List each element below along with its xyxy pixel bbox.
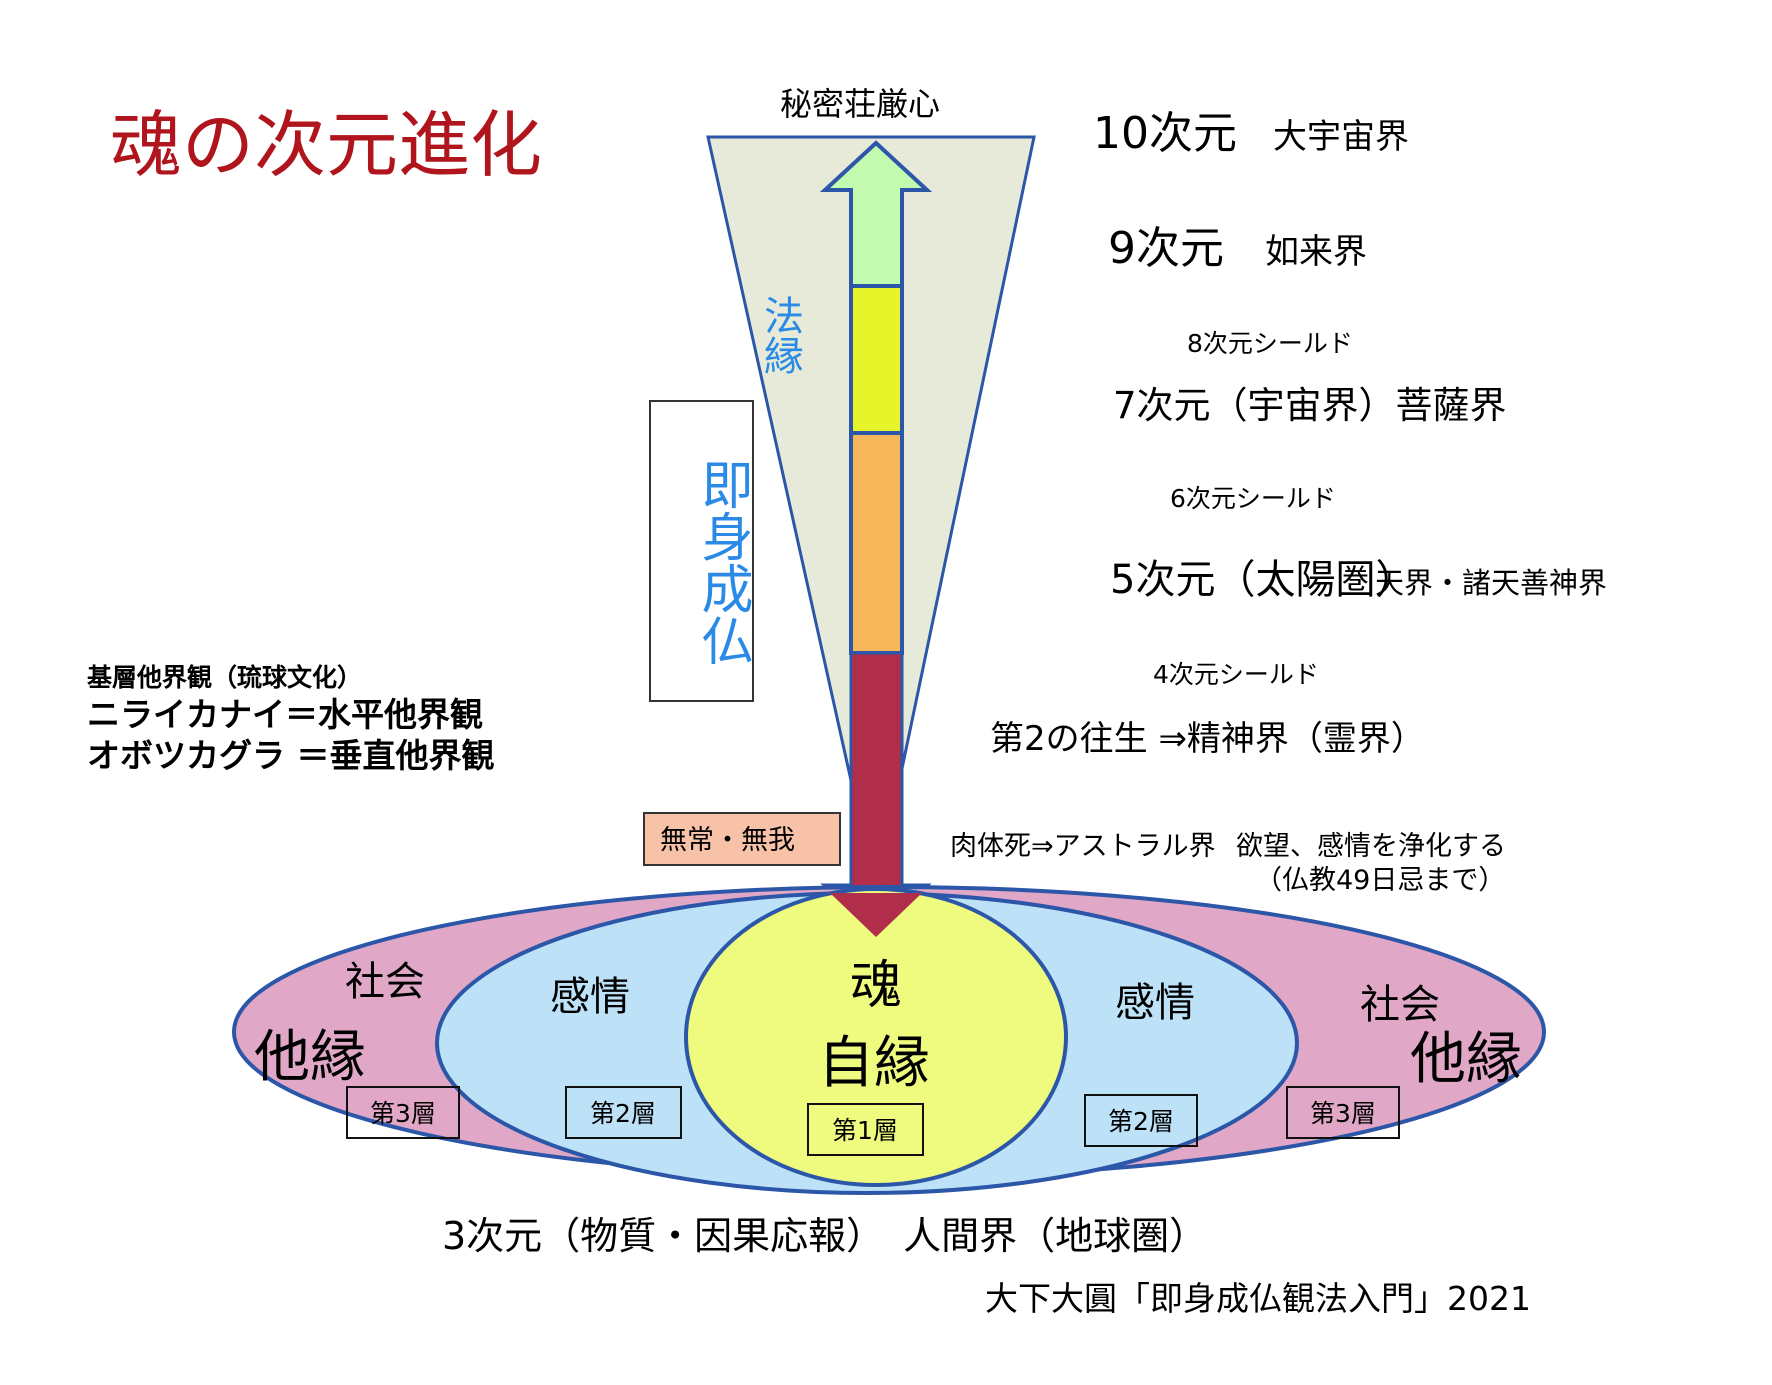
vertical-label: 即身成仏: [692, 458, 752, 666]
impermanence-label: 無常・無我: [660, 825, 795, 856]
emotion-right: 感情: [1115, 980, 1195, 1026]
layer1-label: 第1層: [832, 1116, 898, 1145]
soul-label: 魂: [850, 956, 902, 1016]
dim10-name: 大宇宙界: [1273, 117, 1409, 157]
self-label: 自縁: [818, 1031, 930, 1096]
top-label: 秘密荘厳心: [780, 85, 940, 123]
layer2-left-label: 第2層: [590, 1099, 656, 1128]
citation: 大下大圓「即身成仏観法入門」2021: [985, 1279, 1531, 1318]
arrow-segment-yellow: [849, 284, 904, 435]
cone-label-text: 法縁: [757, 295, 803, 375]
layer3-left-label: 第3層: [370, 1099, 436, 1128]
ryukyu-line1: ニライカナイ＝水平他界観: [87, 695, 483, 734]
layer1-box: [807, 1103, 924, 1156]
layer2-right-box: [1084, 1094, 1198, 1147]
layer3-left-box: [346, 1086, 460, 1139]
sokushin-box: [649, 400, 754, 702]
rebirth-label: 第2の往生 ⇒精神界（霊界）: [990, 719, 1425, 759]
dim10-number: 10次元: [1093, 108, 1237, 159]
dim9-name: 如来界: [1265, 232, 1367, 272]
layer3-right-label: 第3層: [1310, 1099, 1376, 1128]
soul-layer: [684, 887, 1068, 1187]
dim5-sub: 天界・諸天善神界: [1375, 566, 1607, 600]
other-right: 他縁: [1410, 1027, 1522, 1092]
layer2-right-label: 第2層: [1108, 1107, 1174, 1136]
dim5-main: 5次元（太陽圏）: [1110, 557, 1415, 603]
other-left: 他縁: [254, 1025, 366, 1090]
shield6: 6次元シールド: [1170, 484, 1336, 513]
diagram-title: 魂の次元進化: [110, 103, 542, 187]
layer3-right-box: [1286, 1086, 1400, 1139]
cone-label: 法縁: [757, 295, 803, 375]
society-left: 社会: [345, 959, 425, 1005]
layer2-left-box: [565, 1086, 682, 1139]
purify-note: （仏教49日忌まで）: [1255, 865, 1505, 896]
shield8: 8次元シールド: [1187, 329, 1353, 358]
astral-label: 肉体死⇒アストラル界: [950, 831, 1216, 862]
emotion-left: 感情: [550, 974, 630, 1020]
dim9-number: 9次元: [1108, 223, 1224, 274]
purify-label: 欲望、感情を浄化する: [1236, 831, 1506, 862]
shield4: 4次元シールド: [1153, 660, 1319, 689]
impermanence-box: [643, 812, 841, 866]
dim7: 7次元（宇宙界）菩薩界: [1113, 384, 1507, 427]
arrow-segment-orange: [849, 431, 904, 655]
ryukyu-line2: オボツカグラ ＝垂直他界観: [87, 736, 495, 775]
ryukyu-heading: 基層他界観（琉球文化）: [87, 663, 362, 692]
society-right: 社会: [1360, 982, 1440, 1028]
dim3-label: 3次元（物質・因果応報） 人間界（地球圏）: [442, 1214, 1207, 1258]
arrow-tip: [830, 893, 922, 937]
